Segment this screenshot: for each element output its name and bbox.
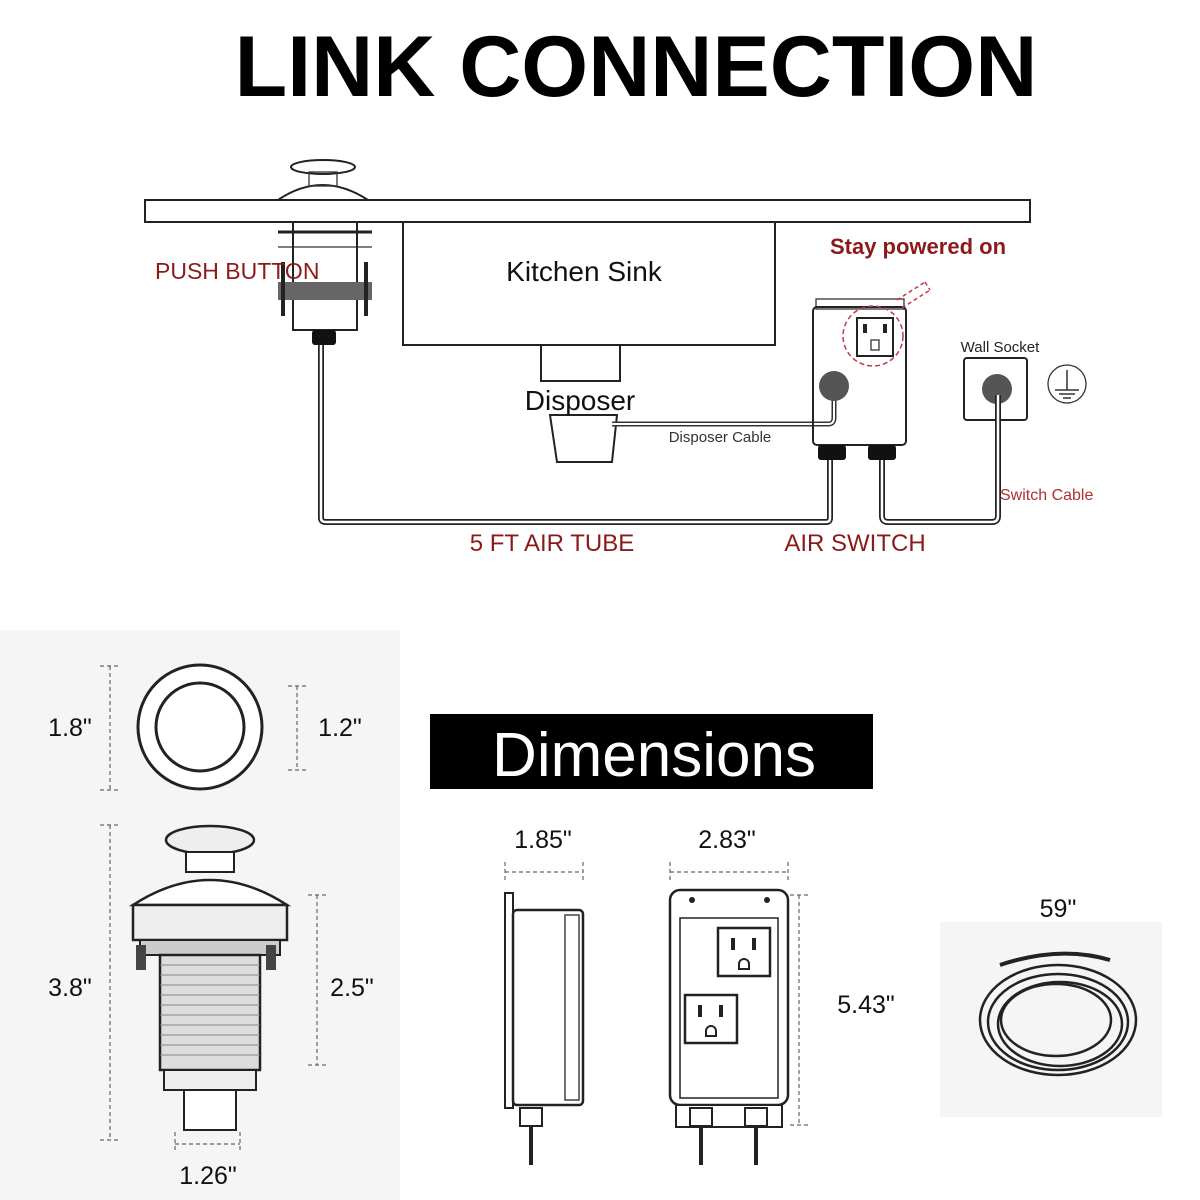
- countertop: [144, 199, 1031, 223]
- tube-length-dimension: 59": [1040, 895, 1077, 923]
- ring-inner-dimension: 1.2": [318, 714, 362, 742]
- switch-height-dimension: 5.43": [837, 991, 895, 1019]
- switch-cable: [879, 395, 1001, 525]
- button-height-dimension: 3.8": [48, 974, 92, 1002]
- switch-depth-dimension: 1.85": [514, 826, 572, 854]
- plug-icon: [982, 374, 1012, 404]
- push-button-illustration: [277, 159, 372, 345]
- switch-width-dimension: 2.83": [698, 826, 756, 854]
- page-title: LINK CONNECTION: [235, 19, 1038, 115]
- air-tube-coil: [978, 951, 1138, 1077]
- disposer-label: Disposer: [525, 385, 635, 416]
- disposer-cable-label: Disposer Cable: [669, 429, 772, 446]
- wall-socket-label: Wall Socket: [961, 339, 1040, 356]
- push-button-label: PUSH BUTTON: [155, 258, 319, 284]
- button-thread-dimension: 2.5": [330, 974, 374, 1002]
- ring-outer-dimension: 1.8": [48, 714, 92, 742]
- push-button-side-view: [100, 824, 326, 1152]
- air-tube-label: 5 FT AIR TUBE: [470, 530, 635, 557]
- disposer-cable: [612, 392, 837, 427]
- air-switch-side-view: [504, 862, 585, 1165]
- ground-icon: [1047, 364, 1087, 404]
- air-switch-front-view: [668, 862, 808, 1165]
- dimensions-heading-box: [430, 714, 873, 789]
- switch-cable-label: Switch Cable: [1000, 487, 1093, 504]
- outlet-icon: [716, 926, 772, 978]
- air-switch-label: AIR SWITCH: [784, 530, 925, 557]
- disposer-illustration: [540, 344, 621, 463]
- trim-ring-illustration: [100, 663, 306, 791]
- kitchen-sink-label: Kitchen Sink: [506, 256, 663, 287]
- air-switch-box: [812, 281, 931, 460]
- outlet-icon: [856, 317, 894, 357]
- dimensions-heading: Dimensions: [492, 721, 816, 790]
- button-base-dimension: 1.26": [179, 1162, 237, 1190]
- stay-powered-on-label: Stay powered on: [830, 234, 1006, 259]
